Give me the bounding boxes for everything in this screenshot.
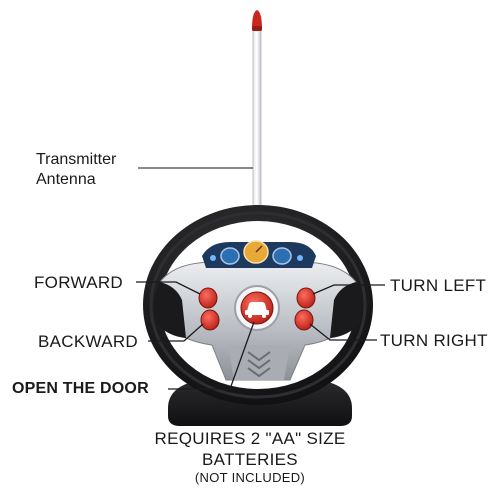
antenna-tip bbox=[252, 10, 262, 29]
gauge-left bbox=[220, 247, 240, 265]
dashboard-panel bbox=[202, 240, 316, 268]
backward-label: BACKWARD bbox=[38, 332, 139, 351]
antenna bbox=[252, 10, 262, 252]
turn-left-button bbox=[296, 287, 316, 309]
forward-label: FORWARD bbox=[34, 273, 123, 292]
batteries-note: REQUIRES 2 "AA" SIZE BATTERIES (NOT INCL… bbox=[0, 428, 500, 485]
antenna-label-line1: Transmitter bbox=[36, 151, 117, 168]
turn-left-label: TURN LEFT bbox=[390, 276, 487, 295]
leader-lines bbox=[136, 167, 385, 390]
turn-right-leader bbox=[309, 323, 377, 341]
batteries-note-line3: (NOT INCLUDED) bbox=[194, 470, 306, 485]
car-icon bbox=[245, 302, 269, 318]
open-door-leader bbox=[168, 321, 255, 390]
batteries-note-line1: REQUIRES 2 "AA" SIZE bbox=[154, 429, 346, 448]
control-buttons bbox=[198, 285, 316, 331]
antenna-label-line2: Antenna bbox=[36, 171, 96, 188]
forward-button bbox=[198, 287, 218, 309]
antenna-label: Transmitter Antenna bbox=[36, 150, 116, 190]
batteries-note-line2: BATTERIES bbox=[202, 450, 298, 469]
turn-right-button bbox=[294, 309, 314, 331]
turn-left-leader bbox=[312, 284, 385, 295]
backward-leader bbox=[148, 323, 204, 342]
turn-right-label: TURN RIGHT bbox=[380, 331, 488, 350]
open-door-label: OPEN THE DOOR bbox=[12, 380, 149, 397]
backward-button bbox=[200, 309, 220, 331]
forward-leader bbox=[136, 281, 201, 295]
gauge-right bbox=[272, 247, 292, 265]
